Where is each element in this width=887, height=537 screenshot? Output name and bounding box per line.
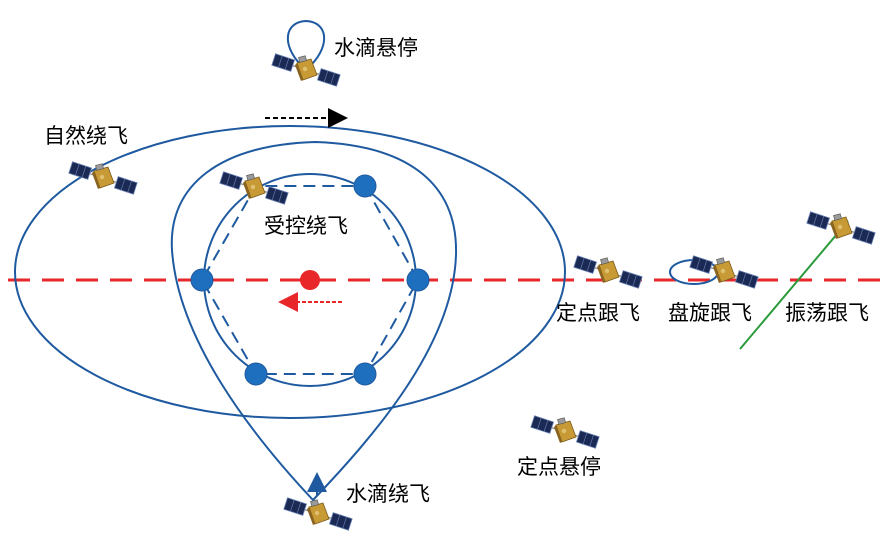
target-dot-icon [300,270,320,290]
satellite-icon [573,255,643,289]
oscillating-follow-line [739,220,849,350]
satellite-icon [806,211,876,245]
orbit-node-group [190,174,430,386]
water-drop-flyaround-orbit [170,140,458,502]
orbit-node-icon [244,362,268,386]
label-hover-follow: 盘旋跟飞 [668,301,752,325]
orbit-node-icon [353,362,377,386]
orbit-node-icon [190,268,214,292]
water-drop-hover-loop [286,19,326,65]
label-fixed-point-follow: 定点跟飞 [556,301,640,325]
label-water-drop-flyaround: 水滴绕飞 [346,482,430,506]
satellite-icon [219,171,289,205]
label-water-drop-hover: 水滴悬停 [334,36,418,60]
satellite-icon [283,497,353,531]
satellite-icon [530,415,600,449]
label-controlled-flyaround: 受控绕飞 [264,214,348,238]
label-natural-flyaround: 自然绕飞 [44,124,128,148]
label-oscillating-follow: 振荡跟飞 [785,301,869,325]
orbit-node-icon [353,174,377,198]
label-fixed-point-hover: 定点悬停 [517,455,601,479]
satellite-icon [271,53,341,87]
orbit-node-icon [406,268,430,292]
natural-flyaround-ellipse [14,125,566,419]
